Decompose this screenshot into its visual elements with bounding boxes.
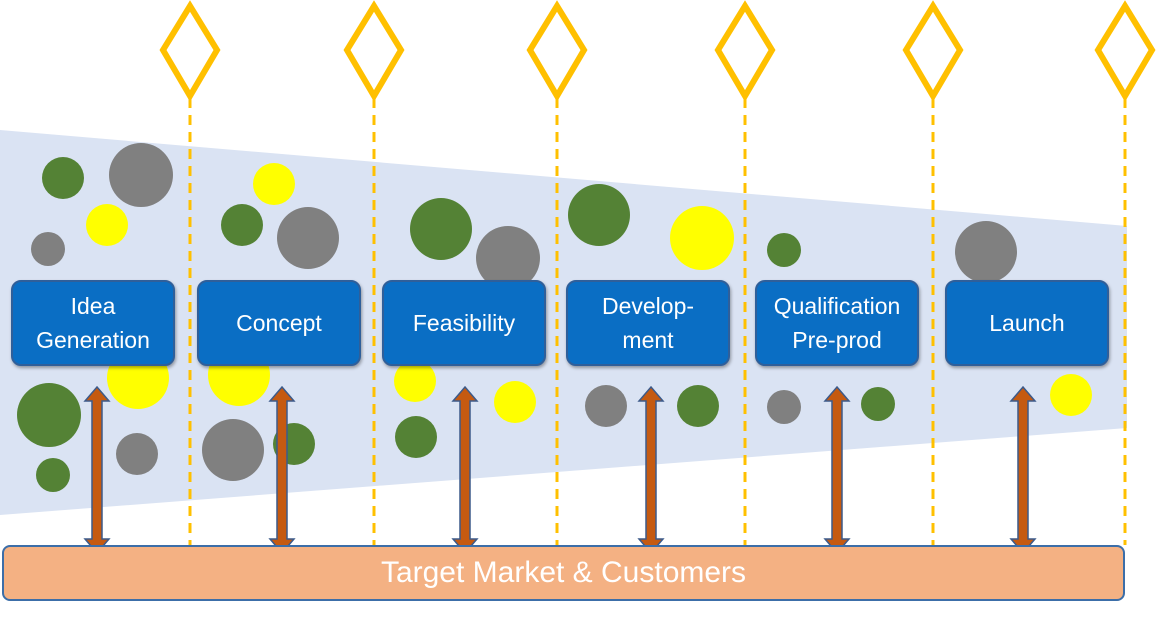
idea-circle-icon xyxy=(36,458,70,492)
idea-circle-icon xyxy=(253,163,295,205)
idea-circle-icon xyxy=(202,419,264,481)
idea-circle-icon xyxy=(1050,374,1092,416)
diamond-gate-icon xyxy=(526,0,588,102)
idea-circle-icon xyxy=(17,383,81,447)
stage-label: Feasibility xyxy=(412,310,516,336)
stage-label: Idea Generation xyxy=(36,293,150,353)
idea-circle-icon xyxy=(277,207,339,269)
gates-layer xyxy=(159,0,1156,545)
idea-circle-icon xyxy=(476,226,540,290)
idea-circle-icon xyxy=(767,233,801,267)
stage-feasibility: Feasibility xyxy=(382,280,546,366)
idea-circle-icon xyxy=(767,390,801,424)
idea-circle-icon xyxy=(86,204,128,246)
stage-label: Develop- ment xyxy=(601,293,695,353)
target-market-label: Target Market & Customers xyxy=(380,556,747,589)
idea-circle-icon xyxy=(221,204,263,246)
stage-launch: Launch xyxy=(945,280,1109,366)
diamond-gate-icon xyxy=(714,0,776,102)
idea-circle-icon xyxy=(670,206,734,270)
stage-label: Launch xyxy=(989,310,1065,336)
stage-concept: Concept xyxy=(197,280,361,366)
idea-circle-icon xyxy=(395,416,437,458)
stage-label: Concept xyxy=(236,310,322,336)
idea-circle-icon xyxy=(394,360,436,402)
stage-development: Develop- ment xyxy=(566,280,730,366)
stage-qualification: Qualification Pre-prod xyxy=(755,280,919,366)
idea-circle-icon xyxy=(42,157,84,199)
stage-idea-generation: Idea Generation xyxy=(11,280,175,366)
diamond-gate-icon xyxy=(343,0,405,102)
idea-circle-icon xyxy=(568,184,630,246)
idea-circle-icon xyxy=(677,385,719,427)
idea-circle-icon xyxy=(585,385,627,427)
idea-circle-icon xyxy=(410,198,472,260)
idea-circle-icon xyxy=(955,221,1017,283)
idea-circle-icon xyxy=(109,143,173,207)
stage-label: Qualification Pre-prod xyxy=(773,293,901,353)
diamond-gate-icon xyxy=(902,0,964,102)
idea-circle-icon xyxy=(116,433,158,475)
idea-circle-icon xyxy=(861,387,895,421)
target-market-bar: Target Market & Customers xyxy=(2,545,1125,601)
idea-circle-icon xyxy=(31,232,65,266)
idea-circle-icon xyxy=(494,381,536,423)
diamond-gate-icon xyxy=(159,0,221,102)
diamond-gate-icon xyxy=(1094,0,1156,102)
